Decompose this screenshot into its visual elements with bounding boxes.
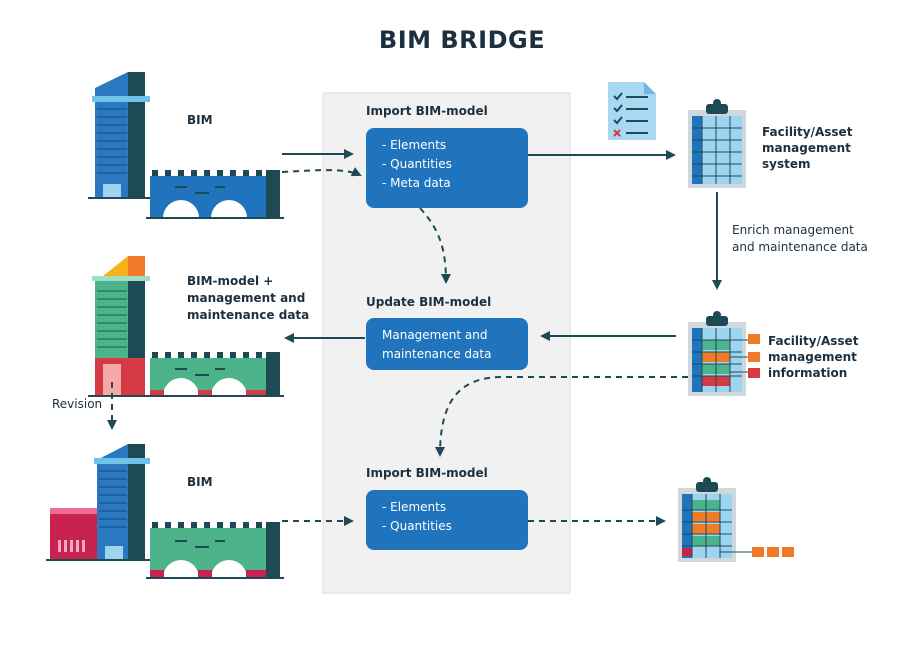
import1-item-quantities: - Quantities <box>382 157 452 171</box>
label-asset-management-information: Facility/Asset management information <box>768 333 858 381</box>
arrow-information-to-import2-dashed <box>435 376 688 457</box>
label-asset-system-line2: management <box>762 141 851 155</box>
import1-item-elements: - Elements <box>382 138 447 152</box>
label-bim-model-plus: BIM-model + management and maintenance d… <box>187 273 309 324</box>
building-bottom-icon <box>46 444 150 561</box>
update-item-line2: maintenance data <box>382 347 492 361</box>
asset-result-clipboard-icon <box>678 477 794 562</box>
label-enrich-data: Enrich management and maintenance data <box>732 222 868 256</box>
page-title: BIM BRIDGE <box>378 26 546 54</box>
bridge-bottom-icon <box>146 522 284 579</box>
label-asset-system-line1: Facility/Asset <box>762 125 853 139</box>
label-asset-info-line3: information <box>768 366 848 380</box>
label-bim-model-plus-line2: management and <box>187 291 306 305</box>
import2-item-quantities: - Quantities <box>382 519 452 533</box>
import2-item-elements: - Elements <box>382 500 447 514</box>
asset-system-clipboard-icon <box>688 99 746 188</box>
arrow-import-to-update-dashed <box>419 207 451 284</box>
label-bim-model-plus-line1: BIM-model + <box>187 274 274 288</box>
update-bim-model-box: Management and maintenance data <box>366 318 528 370</box>
update-item-line1: Management and <box>382 328 488 342</box>
bridge-middle-icon <box>146 352 284 397</box>
import-bim-model-box-2: - Elements - Quantities <box>366 490 528 550</box>
update-bim-model-title: Update BIM-model <box>366 295 492 309</box>
import-bim-model-title-1: Import BIM-model <box>366 104 488 118</box>
label-asset-management-system: Facility/Asset management system <box>762 124 852 172</box>
building-top-icon <box>88 72 150 199</box>
label-bim-model-plus-line3: maintenance data <box>187 308 310 322</box>
bridge-top-icon <box>146 170 284 219</box>
label-bim-top: BIM <box>187 113 213 127</box>
import-bim-model-box-1: - Elements - Quantities - Meta data <box>366 128 528 208</box>
arrow-bridge-to-import-dashed <box>281 167 362 177</box>
label-bim-bottom: BIM <box>187 475 213 489</box>
label-asset-system-line3: system <box>762 157 811 171</box>
label-asset-info-line1: Facility/Asset <box>768 334 859 348</box>
building-middle-icon <box>88 256 150 397</box>
label-revision: Revision <box>52 397 103 411</box>
import-bim-model-title-2: Import BIM-model <box>366 466 488 480</box>
label-asset-info-line2: management <box>768 350 857 364</box>
label-enrich-line1: Enrich management <box>732 223 854 237</box>
import1-item-meta-data: - Meta data <box>382 176 451 190</box>
label-enrich-line2: and maintenance data <box>732 240 868 254</box>
checklist-document-icon <box>608 82 656 140</box>
asset-information-clipboard-icon <box>688 311 760 396</box>
